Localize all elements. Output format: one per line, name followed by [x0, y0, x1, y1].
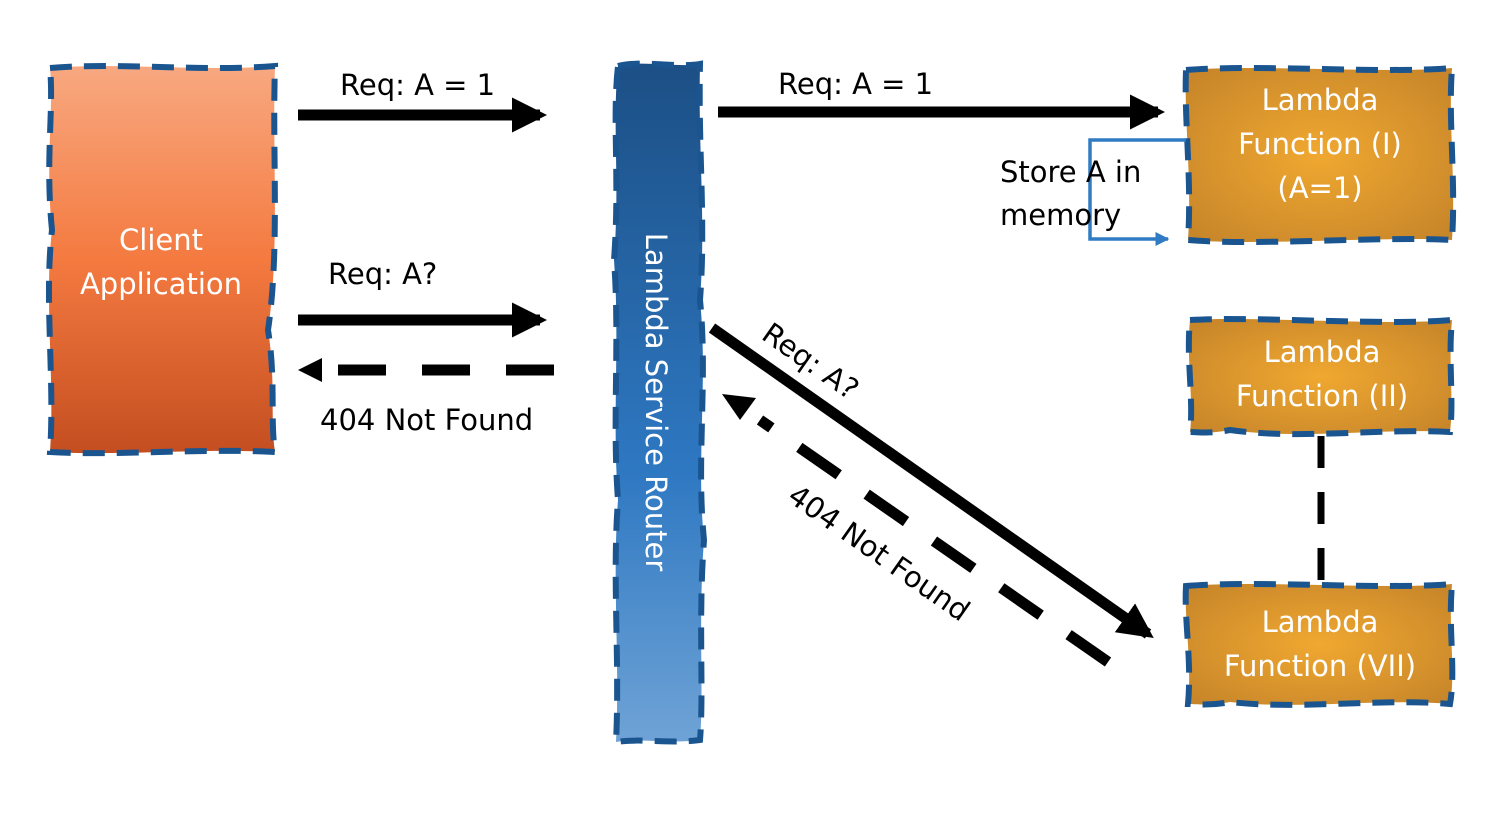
edge-client-to-router-get: Req: A?	[298, 257, 548, 338]
lambda-7-box-shape	[1182, 580, 1456, 708]
lambda-1-box-shape	[1182, 64, 1457, 245]
edge-label-req-set-1: Req: A = 1	[340, 68, 495, 102]
dashed-return-diagonal-line	[756, 415, 1112, 667]
store-label-line1: Store A in	[1000, 155, 1141, 189]
edge-router-to-lambda-1-set: Req: A = 1	[718, 67, 1166, 130]
arrow-diagonal-down-icon	[708, 323, 1154, 639]
edge-router-to-client-404: 404 Not Found	[298, 358, 554, 437]
arrow-left-icon	[298, 358, 322, 382]
lambda-1-label-line3: (A=1)	[1277, 171, 1362, 205]
lambda-1-label-line2: Function (I)	[1238, 127, 1402, 161]
lambda-1-label-line1: Lambda	[1262, 83, 1379, 117]
router-box-shape	[610, 60, 708, 746]
edge-lambda-7-to-router-404: 404 Not Found	[722, 394, 1112, 667]
edge-label-404-1: 404 Not Found	[320, 403, 533, 437]
arrow-up-left-icon	[722, 394, 756, 420]
router-label: Lambda Service Router	[639, 233, 673, 572]
edge-client-to-router-set: Req: A = 1	[298, 68, 548, 133]
lambda-service-router-node: Lambda Service Router	[610, 60, 708, 746]
edge-lambda-1-self-store: Store A in memory	[1000, 138, 1186, 246]
client-label-line2: Application	[80, 267, 242, 301]
self-loop-arrow-icon	[1088, 138, 1186, 246]
lambda-7-label-line2: Function (VII)	[1224, 649, 1416, 683]
store-label-line2: memory	[1000, 198, 1121, 232]
lambda-2-box-shape	[1185, 316, 1456, 438]
client-box-shape	[45, 62, 279, 457]
edge-label-req-set-2: Req: A = 1	[778, 67, 933, 101]
client-application-node: Client Application	[45, 62, 279, 457]
lambda-function-2-node: Lambda Function (II)	[1185, 316, 1456, 438]
lambda-2-label-line1: Lambda	[1264, 335, 1381, 369]
lambda-7-label-line1: Lambda	[1262, 605, 1379, 639]
client-label-line1: Client	[119, 223, 203, 257]
lambda-function-1-node: Lambda Function (I) (A=1)	[1182, 64, 1457, 245]
lambda-2-label-line2: Function (II)	[1236, 379, 1408, 413]
lambda-function-7-node: Lambda Function (VII)	[1182, 580, 1456, 708]
edge-label-req-get-1: Req: A?	[328, 257, 437, 291]
